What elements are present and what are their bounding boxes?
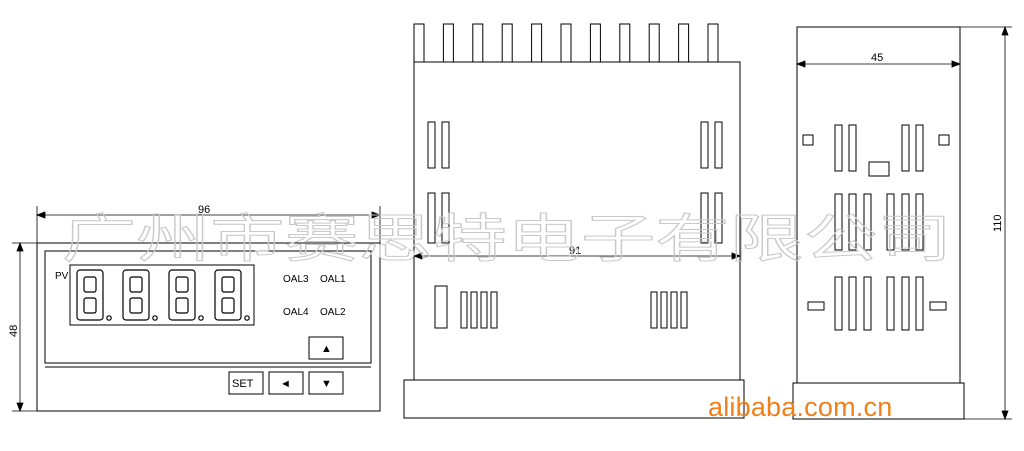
- decimal-point: [106, 315, 112, 321]
- terminal-pin: [707, 23, 719, 63]
- dimension-width-45: [795, 60, 962, 68]
- dimension-height-110: [960, 25, 1012, 421]
- decimal-point: [152, 315, 158, 321]
- mount-hole: [802, 134, 814, 146]
- seven-segment-digit: [168, 269, 204, 321]
- terminal-pin: [442, 23, 454, 63]
- up-button[interactable]: ▲: [308, 336, 344, 360]
- terminal-slot: [848, 276, 857, 331]
- dimension-width-96: [35, 206, 382, 243]
- decimal-point: [198, 315, 204, 321]
- terminal-pin: [472, 23, 484, 63]
- terminal-pin: [501, 23, 513, 63]
- terminal-slot: [834, 124, 843, 172]
- decimal-point: [244, 315, 250, 321]
- terminal-slot: [915, 276, 924, 331]
- terminal-pin: [648, 23, 660, 63]
- set-button-label: SET: [232, 378, 254, 390]
- set-button[interactable]: SET: [228, 371, 264, 395]
- indicator-al4: OAL4: [283, 307, 309, 318]
- rear-terminal-slots: [802, 124, 950, 331]
- terminal-pin: [413, 23, 425, 63]
- center-key: [868, 161, 890, 177]
- dimension-label-45: 45: [871, 52, 883, 64]
- front-display-window: [44, 250, 372, 364]
- indicator-al3: OAL3: [283, 274, 309, 285]
- terminal-pin: [678, 23, 690, 63]
- dimension-label-91: 91: [569, 245, 581, 257]
- vent-slot: [427, 121, 436, 169]
- terminal-slot: [834, 276, 843, 331]
- rear-view: [792, 26, 965, 420]
- seven-segment-digit: [122, 269, 158, 321]
- vent-slot: [714, 121, 723, 169]
- up-arrow-icon: ▲: [321, 343, 332, 355]
- terminal-slot: [863, 193, 872, 251]
- down-arrow-icon: ▼: [321, 378, 332, 390]
- vent-slot: [480, 291, 488, 329]
- vent-slot: [441, 192, 450, 244]
- terminal-slot: [915, 193, 924, 251]
- terminal-slot: [901, 124, 910, 172]
- dimension-label-110: 110: [992, 214, 1004, 232]
- vent-slot: [670, 291, 678, 329]
- vent-slot: [441, 121, 450, 169]
- seven-segment-digits: [76, 269, 250, 321]
- rear-body: [796, 26, 961, 384]
- vent-slot: [490, 291, 498, 329]
- terminal-pins: [413, 23, 719, 63]
- terminal-slot: [834, 193, 843, 251]
- side-vent-slots: [427, 121, 723, 329]
- seven-segment-digit: [76, 269, 112, 321]
- mount-hole: [938, 134, 950, 146]
- left-arrow-icon: ◄: [280, 378, 291, 390]
- side-view: [403, 61, 745, 419]
- vent-slot: [660, 291, 668, 329]
- seven-segment-digit: [214, 269, 250, 321]
- front-bezel: [36, 242, 381, 412]
- vent-slot: [714, 192, 723, 244]
- vent-slot: [470, 291, 478, 329]
- terminal-slot: [915, 124, 924, 172]
- terminal-slot: [848, 124, 857, 172]
- terminal-slot: [901, 193, 910, 251]
- dimension-depth-91: [412, 252, 742, 260]
- indicator-al1: OAL1: [320, 274, 346, 285]
- vent-slot: [460, 291, 468, 329]
- vent-slot: [427, 192, 436, 244]
- front-view: [36, 242, 381, 412]
- terminal-pin: [531, 23, 543, 63]
- terminal-slot: [886, 193, 895, 251]
- dimension-label-96: 96: [198, 204, 210, 216]
- dimension-label-48: 48: [8, 325, 20, 337]
- vent-slot: [434, 285, 448, 329]
- vent-slot: [680, 291, 688, 329]
- vent-slot: [650, 291, 658, 329]
- terminal-slot: [886, 276, 895, 331]
- mount-tab: [807, 301, 825, 311]
- indicator-al2: OAL2: [320, 307, 346, 318]
- pv-label: PV: [55, 271, 69, 282]
- terminal-pin: [619, 23, 631, 63]
- terminal-slot: [901, 276, 910, 331]
- company-watermark: 广州市赛思特电子有限公司: [62, 210, 952, 270]
- terminal-slot: [848, 193, 857, 251]
- vent-slot: [700, 192, 709, 244]
- terminal-pin: [589, 23, 601, 63]
- led-display-area: [69, 264, 255, 326]
- terminal-pin: [560, 23, 572, 63]
- vent-slot: [700, 121, 709, 169]
- dimension-height-48: [12, 241, 37, 413]
- side-bezel: [403, 379, 745, 419]
- down-button[interactable]: ▼: [308, 371, 344, 395]
- terminal-slot: [863, 276, 872, 331]
- mount-tab: [929, 301, 947, 311]
- left-button[interactable]: ◄: [268, 371, 304, 395]
- brand-logo: alibaba.com.cn: [708, 392, 893, 422]
